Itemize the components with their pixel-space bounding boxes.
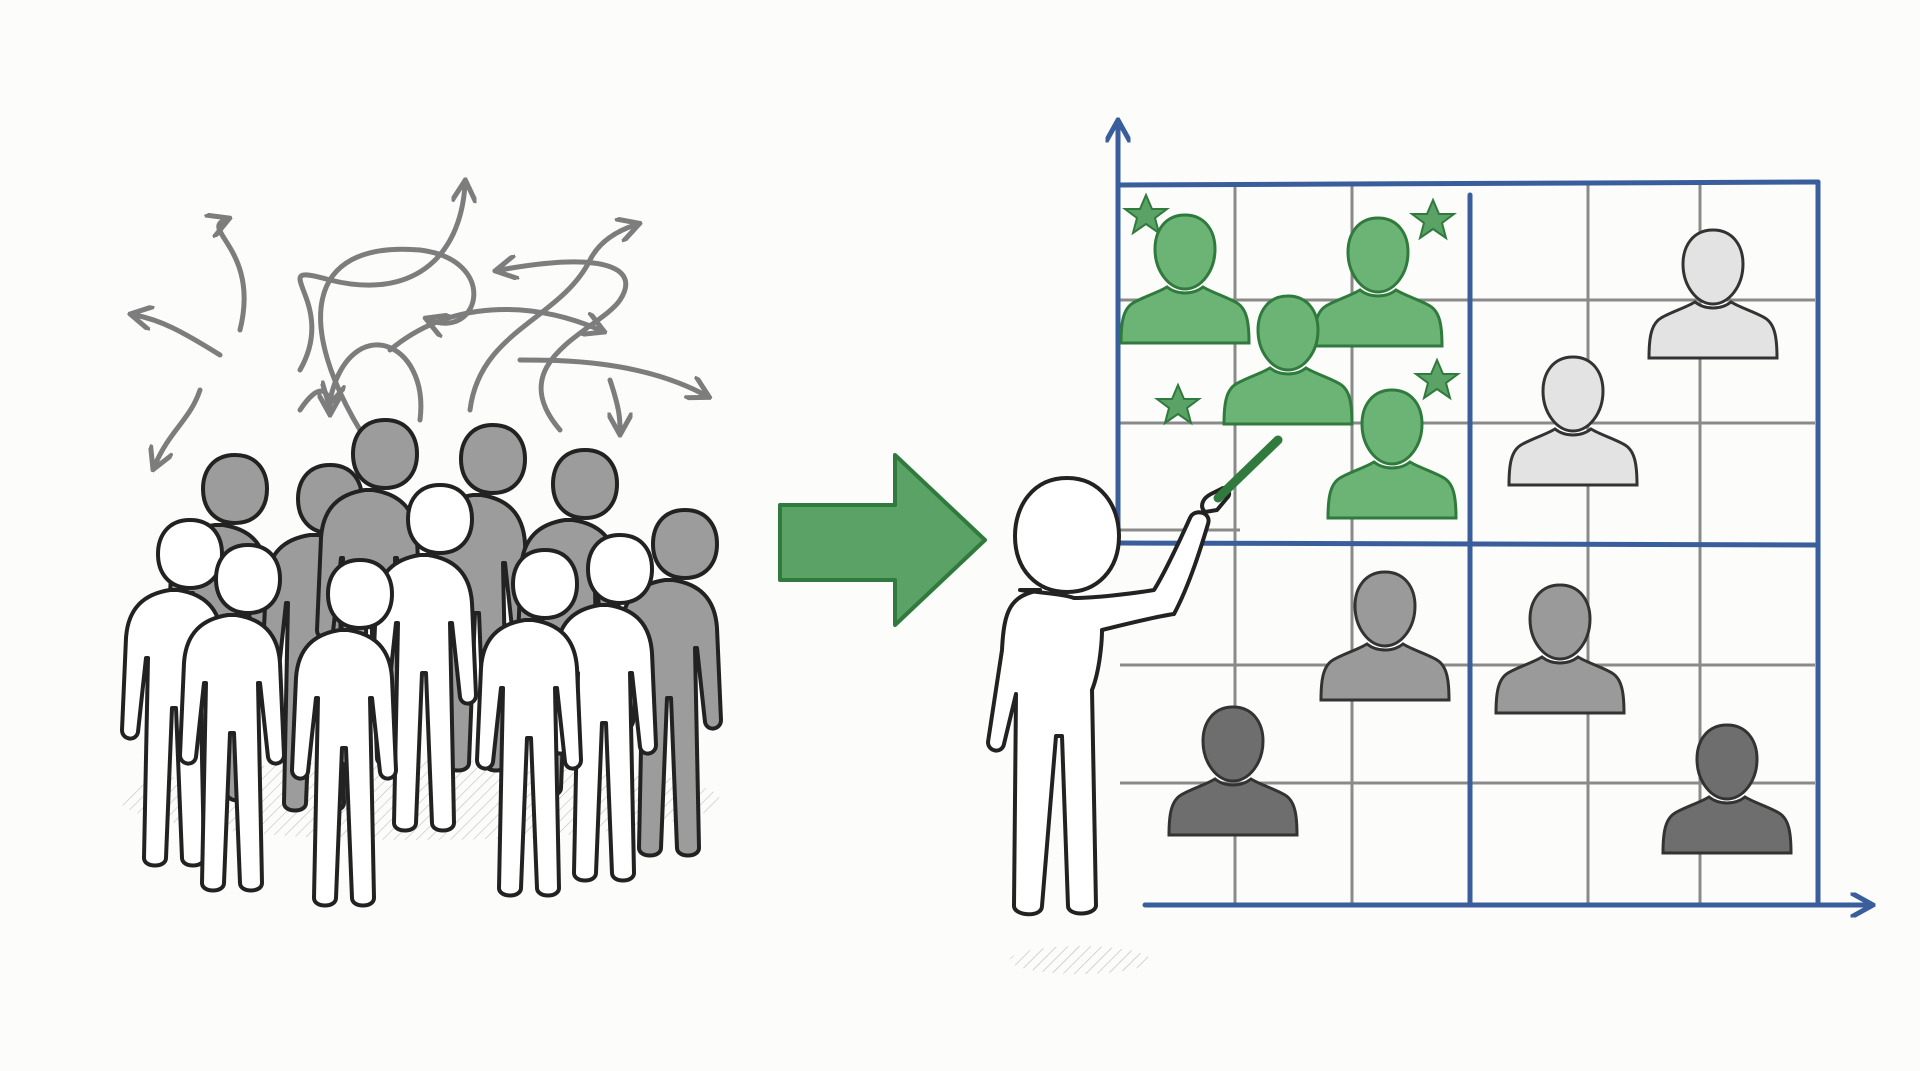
marker-icon: [1213, 435, 1283, 503]
highlighted-people: [1119, 213, 1458, 520]
tangled-arrows-icon: [135, 185, 705, 465]
people-crowd-icon: [120, 418, 723, 908]
right-arrow-icon: [778, 453, 987, 627]
presenter-pointing-icon: [986, 435, 1283, 974]
